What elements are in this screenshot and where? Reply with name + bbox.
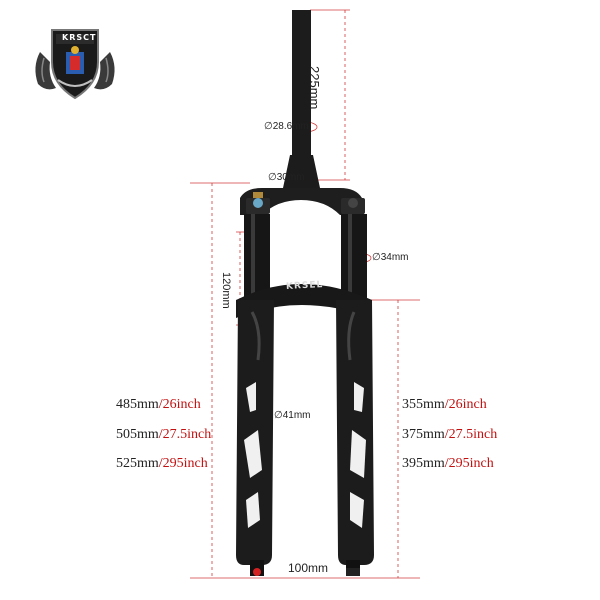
lower-leg-diameter-label: ∅41mm (274, 410, 311, 421)
axle-to-crown-row-27-5: 505mm/27.5inch (116, 427, 212, 442)
stanchion-diameter-label: ∅34mm (372, 252, 409, 263)
brand-logo: KRSCT (30, 22, 120, 104)
logo-text: KRSCT (62, 33, 97, 42)
axle-to-crown-row-29: 525mm/295inch (116, 456, 208, 471)
axle-to-crown-row-26: 485mm/26inch (116, 397, 201, 412)
lower-row-29: 395mm/295inch (402, 456, 494, 471)
hub-spacing-label: 100mm (288, 561, 329, 575)
travel-label: 120mm (220, 272, 232, 309)
crown-brand-text: KRSEL (285, 280, 324, 292)
lower-row-26: 355mm/26inch (402, 397, 487, 412)
steerer-diameter-top-label: ∅28.6mm (264, 121, 309, 132)
lower-row-27-5: 375mm/27.5inch (402, 427, 498, 442)
steerer-length-label: 225mm (307, 66, 322, 110)
steerer-diameter-bottom-label: ∅30mm (268, 172, 305, 183)
